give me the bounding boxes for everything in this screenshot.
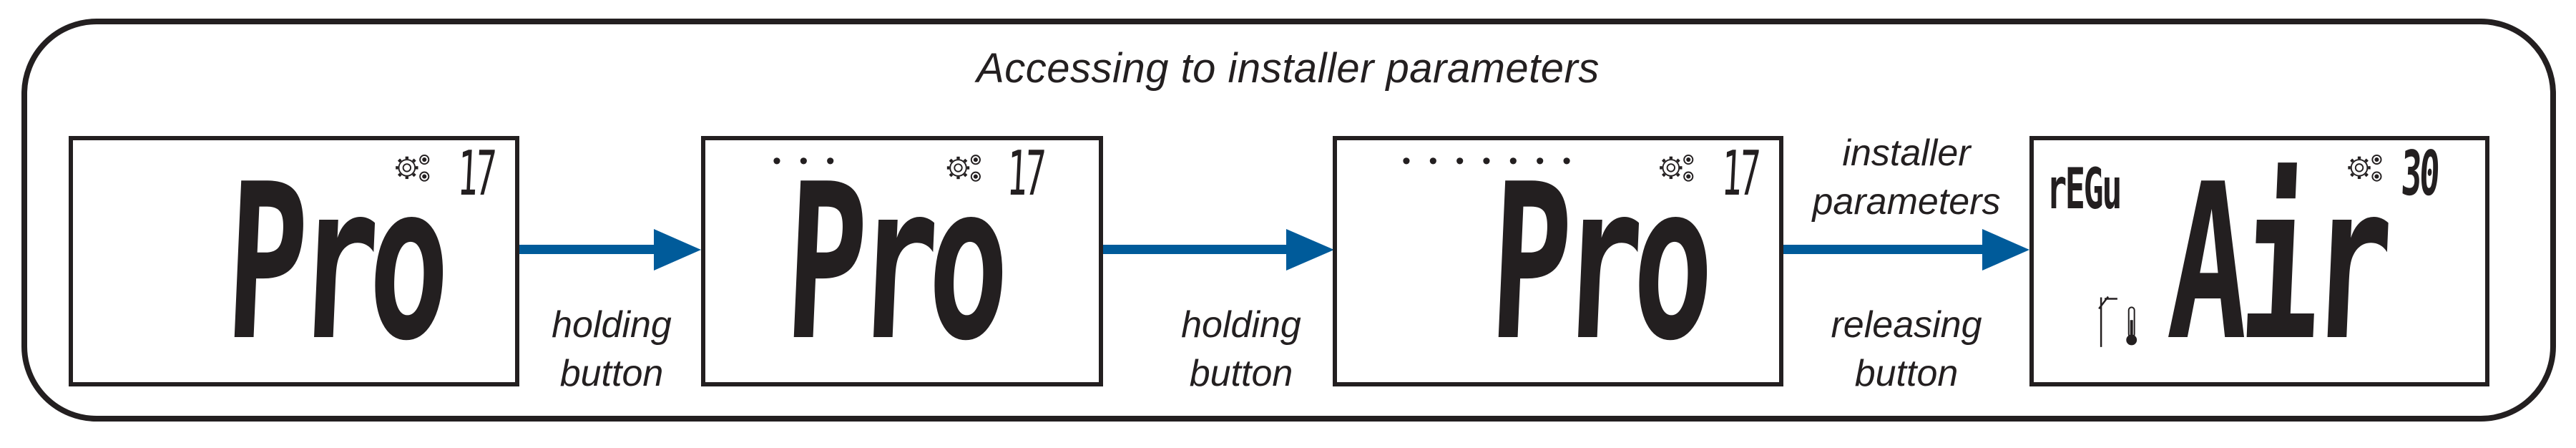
- main-readout: Air: [2163, 138, 2389, 388]
- caption-line-1: installer: [1842, 132, 1971, 174]
- caption-line-2: button: [1854, 353, 1959, 394]
- caption-line-2: button: [1189, 353, 1293, 394]
- caption-line-2: button: [559, 353, 664, 394]
- lcd-display-step-1: Pro 17: [69, 136, 519, 388]
- lcd-display-step-2: Pro 17: [701, 136, 1103, 388]
- transition-1-caption: holding button: [529, 301, 694, 398]
- floor-sensor-icon: [2098, 296, 2117, 347]
- main-readout: Pro: [221, 138, 446, 388]
- main-readout: Pro: [1485, 138, 1710, 388]
- arrow-2-icon: [1103, 229, 1334, 271]
- counter-readout: 30: [2399, 138, 2439, 210]
- transition-3-caption-top: installer parameters: [1803, 129, 2010, 226]
- thermometer-icon: [2126, 306, 2137, 346]
- arrow-3-icon: [1783, 229, 2029, 271]
- counter-readout: 17: [456, 138, 496, 210]
- counter-readout: 17: [1720, 138, 1760, 210]
- progress-dots-step-3: • • • • • • •: [1402, 147, 1577, 175]
- counter-readout: 17: [1005, 138, 1045, 210]
- lcd-display-step-3: Pro 17: [1333, 136, 1783, 388]
- main-readout: Pro: [780, 138, 1006, 388]
- caption-line-2: parameters: [1812, 181, 2001, 223]
- transition-2-caption: holding button: [1159, 301, 1323, 398]
- progress-dots-step-2: • • •: [773, 147, 841, 175]
- diagram-frame: [21, 19, 2556, 422]
- lcd-display-step-4: rEGu Air 30: [2029, 136, 2489, 388]
- diagram-title: Accessing to installer parameters: [976, 45, 1600, 92]
- caption-line-1: releasing: [1831, 304, 1982, 346]
- arrow-1-icon: [519, 229, 701, 271]
- mode-label: rEGu: [2047, 157, 2122, 222]
- transition-3-caption-bottom: releasing button: [1803, 301, 2010, 398]
- caption-line-1: holding: [1181, 304, 1301, 346]
- caption-line-1: holding: [552, 304, 672, 346]
